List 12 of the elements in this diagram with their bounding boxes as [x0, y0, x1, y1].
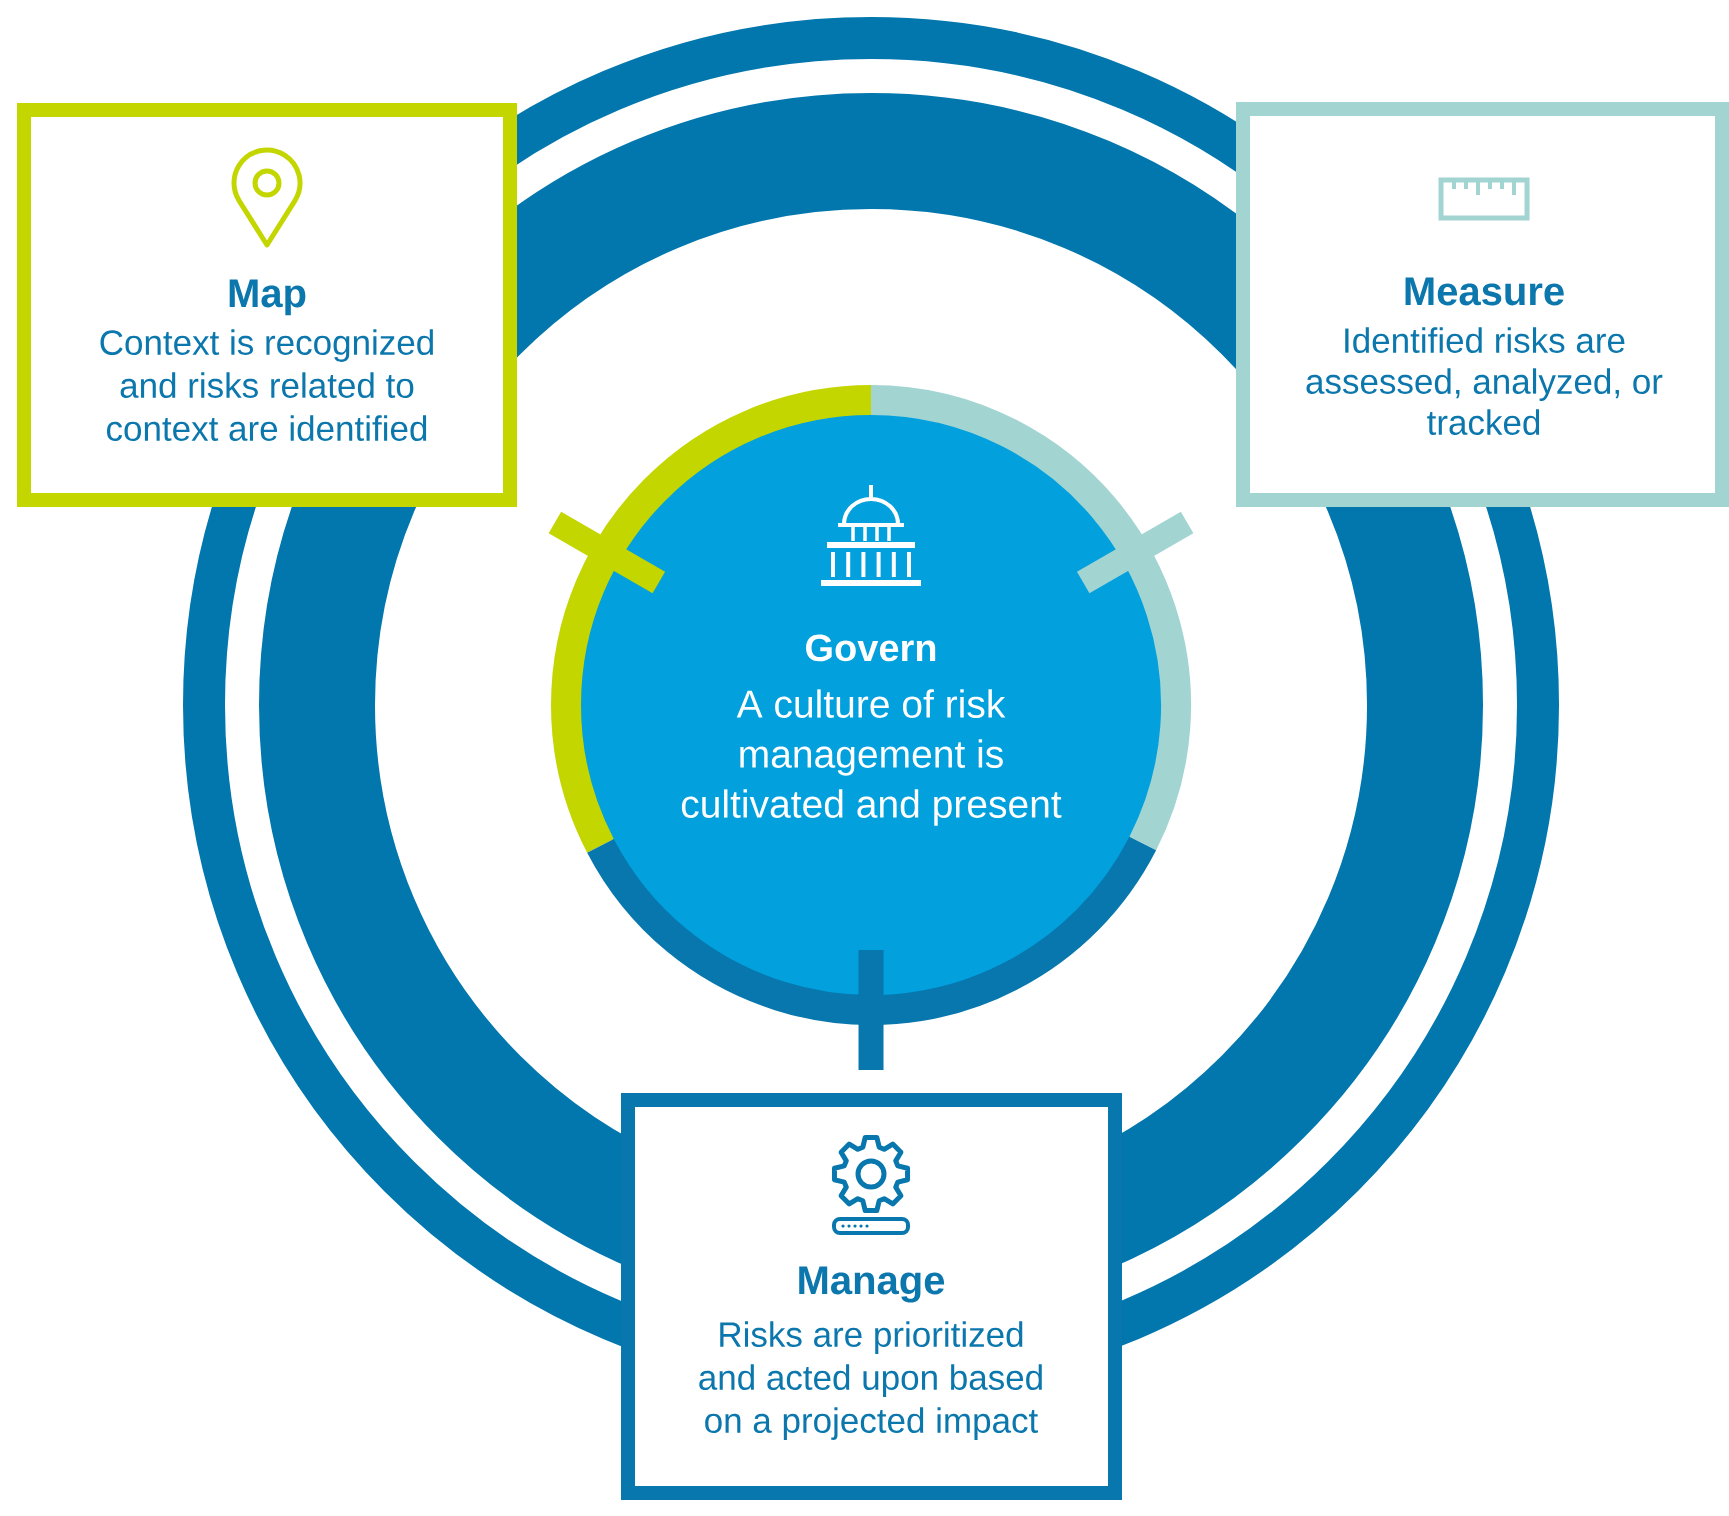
box-heading: Measure — [1405, 277, 1564, 306]
circle-description: A culture of risk management is cultivated and present — [681, 689, 1062, 826]
center-circle — [548, 385, 1194, 1070]
box-heading: Manage — [799, 1266, 945, 1303]
outlined-box — [17, 103, 517, 507]
outlined-box — [1236, 102, 1729, 507]
circle-heading: Govern — [806, 634, 936, 662]
outlined-box — [621, 1093, 1122, 1500]
box-description: Risks are prioritized and acted upon based on a projected impact — [699, 1321, 1042, 1440]
box-description: Identified risks are assessed, analyzed, or tracked — [1306, 327, 1663, 435]
box-heading: Map — [229, 279, 306, 316]
box-description: Context is recognized and risks related to context are identified — [100, 329, 433, 441]
